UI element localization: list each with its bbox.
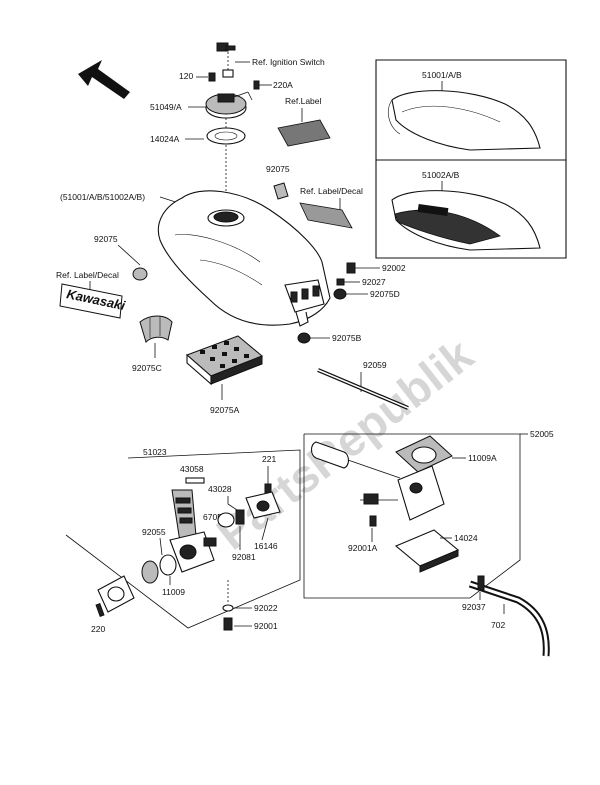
label-221: 221 [262, 454, 276, 464]
label-92002: 92002 [382, 263, 406, 273]
label-670r: 670R [203, 512, 223, 522]
lever-plate-16146-icon [245, 491, 281, 519]
decal-strip-icon [299, 198, 353, 229]
label-51049a: 51049/A [150, 102, 182, 112]
label-ref-label-decal-left: Ref. Label/Decal [56, 270, 119, 280]
front-direction-arrow-icon [78, 60, 130, 99]
bracket-14024-icon [394, 529, 460, 573]
kawasaki-decal-icon: Kawasaki [59, 283, 127, 319]
label-43028: 43028 [208, 484, 232, 494]
label-51023: 51023 [143, 447, 167, 457]
strainer-filter-icon [171, 489, 197, 543]
gasket-11009a-icon [395, 435, 453, 473]
label-92075c: 92075C [132, 363, 162, 373]
bolt-120-icon [208, 72, 216, 82]
hose-702-icon [468, 580, 550, 657]
tap-body-icon [169, 531, 217, 573]
label-220: 220 [91, 624, 105, 634]
label-92075b: 92075B [332, 333, 362, 343]
label-702: 702 [491, 620, 505, 630]
rubber-cushion-92075-icon [273, 182, 289, 200]
label-92075a: 92075A [210, 405, 240, 415]
label-16146: 16146 [254, 541, 278, 551]
flange-plate-icon [97, 575, 135, 613]
label-ref-label: Ref.Label [285, 96, 321, 106]
label-51001ab: 51001/A/B [422, 70, 462, 80]
label-ref-label-decal-right: Ref. Label/Decal [300, 186, 363, 196]
fitting-92002-icon [346, 262, 356, 274]
label-11009a: 11009A [468, 453, 497, 463]
sensor-unit-icon [360, 465, 445, 521]
label-92055: 92055 [142, 527, 166, 537]
tube-92059-icon [317, 368, 409, 410]
label-92075d: 92075D [370, 289, 400, 299]
screw-220-icon [95, 603, 105, 617]
damper-92075d-icon [333, 288, 347, 300]
clamp-92037-icon [477, 575, 485, 591]
fuel-tap-assembly-box [65, 449, 301, 629]
gasket-14024a-icon [206, 127, 246, 145]
gasket-92055-icon [141, 560, 159, 584]
pad-92075a-icon [186, 335, 263, 386]
label-120: 120 [179, 71, 193, 81]
label-14024: 14024 [454, 533, 478, 543]
tank-51002-icon [391, 190, 541, 251]
drain-screw-92001-icon [223, 617, 233, 631]
label-52005: 52005 [530, 429, 554, 439]
label-tank-ref: (51001/A/B/51002A/B) [60, 192, 145, 202]
label-92001a: 92001A [348, 543, 378, 553]
label-92059: 92059 [363, 360, 387, 370]
label-51002ab: 51002A/B [422, 170, 460, 180]
label-220a: 220A [273, 80, 293, 90]
washer-92022-icon [222, 604, 234, 612]
ref-label-plate-icon [277, 108, 331, 147]
label-14024a: 14024A [150, 134, 180, 144]
oring-11009-icon [159, 554, 177, 576]
pin-43058-icon [185, 477, 205, 484]
damper-92075b-icon [297, 332, 311, 344]
label-11009: 11009 [162, 587, 185, 597]
screw-92001a-icon [369, 515, 377, 527]
rubber-cushion-left-icon [132, 267, 148, 281]
ignition-key-icon [216, 42, 236, 78]
fuel-tank-icon [157, 190, 331, 327]
label-ref-ignition-switch: Ref. Ignition Switch [252, 57, 325, 67]
float-icon [310, 441, 401, 479]
label-92075-top: 92075 [266, 164, 290, 174]
tank-51001-icon [388, 90, 541, 151]
label-92022: 92022 [254, 603, 278, 613]
spring-92081-icon [217, 509, 245, 528]
label-92081: 92081 [232, 552, 256, 562]
label-43058: 43058 [180, 464, 204, 474]
label-92001: 92001 [254, 621, 278, 631]
screw-220a-icon [253, 80, 260, 90]
fuel-sensor-box [303, 433, 521, 599]
label-92075-left: 92075 [94, 234, 118, 244]
clip-92027-icon [336, 278, 345, 286]
cushion-92075c-icon [139, 315, 173, 343]
label-92037: 92037 [462, 602, 486, 612]
label-92027: 92027 [362, 277, 386, 287]
fuel-cap-icon [205, 91, 253, 119]
